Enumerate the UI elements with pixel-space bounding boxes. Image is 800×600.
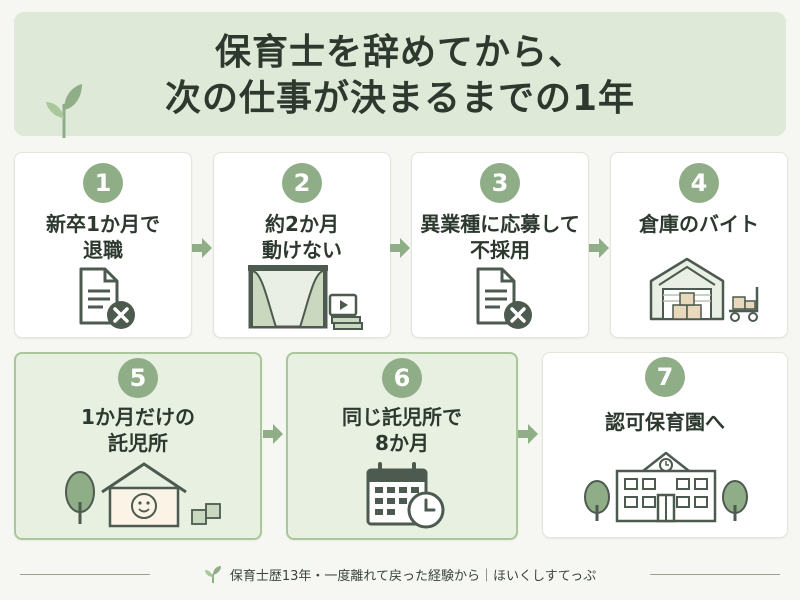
footer-text: 保育士歴13年・一度離れて戻った経験から｜ほいくしすてっぷ — [229, 568, 597, 584]
arrow-3-4 — [587, 236, 611, 260]
step-number-7: 7 — [645, 357, 685, 397]
step-card-5: 5 1か月だけの託児所 — [14, 352, 262, 540]
step-card-2: 2 約2か月動けない — [213, 152, 391, 338]
arrow-6-7 — [516, 422, 540, 446]
footer: 保育士歴13年・一度離れて戻った経験から｜ほいくしすてっぷ — [165, 563, 635, 585]
arrow-2-3 — [388, 236, 412, 260]
step-card-4: 4 倉庫のバイト — [610, 152, 788, 338]
document-x-icon — [472, 265, 536, 331]
step-number-4: 4 — [679, 163, 719, 203]
sprout-icon — [44, 82, 84, 138]
sprout-icon — [204, 565, 230, 583]
step-number-1: 1 — [83, 163, 123, 203]
warehouse-icon — [647, 253, 765, 325]
calendar-clock-icon — [364, 462, 448, 530]
curtain-window-icon — [246, 263, 366, 333]
title-line-1: 保育士を辞めてから、 — [214, 32, 585, 73]
step-number-5: 5 — [118, 358, 158, 398]
step-label-7: 認可保育園へ — [605, 410, 725, 434]
step-label-1: 新卒1か月で退職 — [46, 212, 160, 262]
footer-rule-left — [20, 574, 150, 575]
step-card-3: 3 異業種に応募して不採用 — [411, 152, 589, 338]
title-line-2: 次の仕事が決まるまでの1年 — [164, 78, 636, 119]
document-x-icon — [75, 265, 139, 331]
page-title: 保育士を辞めてから、 次の仕事が決まるまでの1年 — [14, 30, 786, 122]
step-label-2: 約2か月動けない — [262, 212, 342, 262]
footer-rule-right — [650, 574, 780, 575]
step-card-7: 7 認可保育園へ — [542, 352, 788, 538]
arrow-1-2 — [190, 236, 214, 260]
step-number-3: 3 — [480, 163, 520, 203]
step-card-1: 1 新卒1か月で退職 — [14, 152, 192, 338]
step-label-4: 倉庫のバイト — [639, 212, 759, 236]
arrow-5-6 — [261, 422, 285, 446]
step-number-6: 6 — [382, 358, 422, 398]
step-number-2: 2 — [282, 163, 322, 203]
step-label-3: 異業種に応募して不採用 — [420, 212, 580, 262]
title-banner: 保育士を辞めてから、 次の仕事が決まるまでの1年 — [14, 12, 786, 138]
smiley-house-icon — [62, 462, 226, 528]
school-building-icon — [581, 449, 751, 525]
step-label-5: 1か月だけの託児所 — [81, 405, 195, 455]
